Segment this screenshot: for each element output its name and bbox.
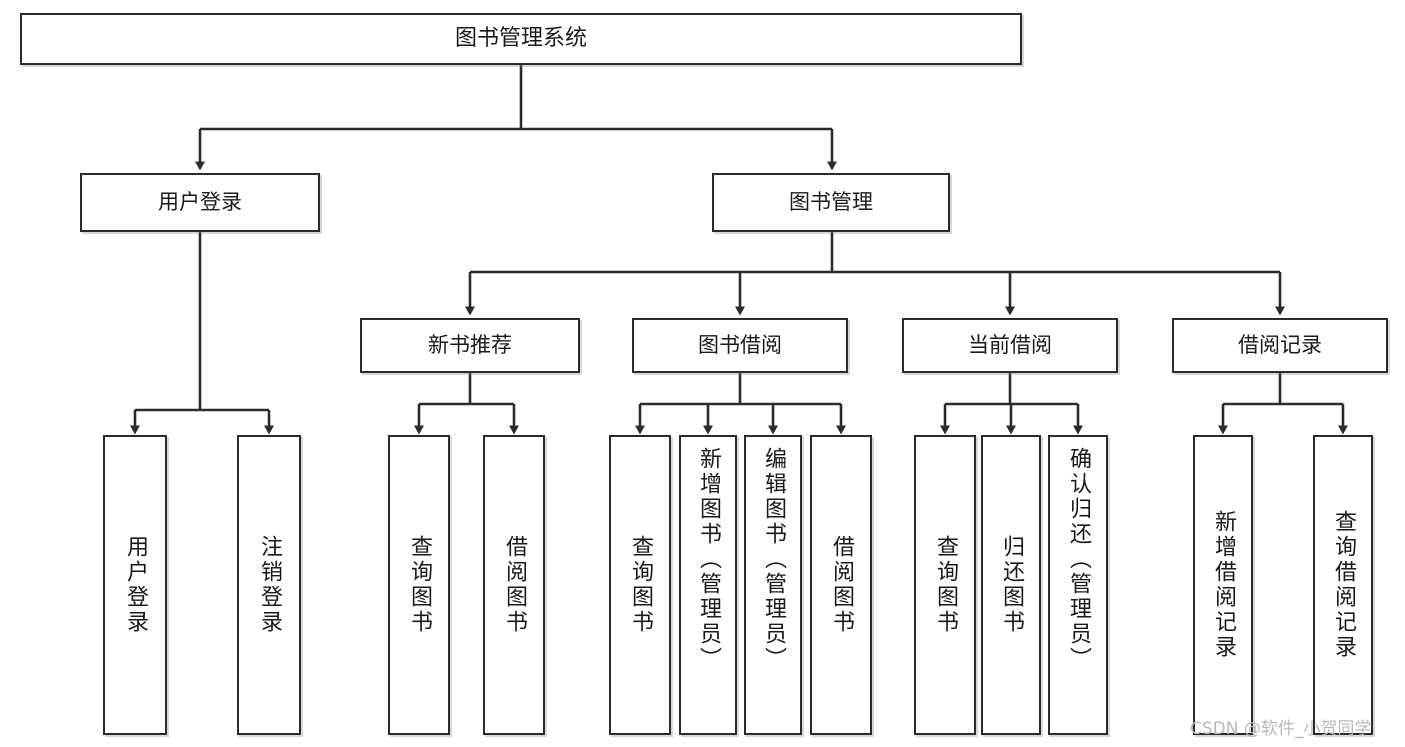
node-new-book-recommend[interactable]: 新书推荐 (360, 318, 580, 373)
leaf-new-book-borrow-book[interactable]: 借阅图书 (483, 435, 545, 735)
leaf-book-borrow-borrow-book[interactable]: 借阅图书 (810, 435, 872, 735)
node-label: 新增借阅记录 (1211, 510, 1236, 660)
node-label: 图书管理 (789, 190, 873, 215)
leaf-borrow-record-add-record[interactable]: 新增借阅记录 (1193, 435, 1253, 735)
node-label: 借阅记录 (1238, 333, 1322, 358)
node-book-management[interactable]: 图书管理 (712, 173, 950, 232)
node-borrow-record[interactable]: 借阅记录 (1172, 318, 1388, 373)
node-label: 图书借阅 (698, 333, 782, 358)
node-user-login[interactable]: 用户登录 (80, 173, 320, 232)
node-label: 图书管理系统 (454, 26, 587, 52)
leaf-user-login-logout[interactable]: 注销登录 (237, 435, 301, 735)
node-label: 用户登录 (158, 190, 242, 215)
node-label: 新书推荐 (428, 333, 512, 358)
node-label: 当前借阅 (968, 333, 1052, 358)
node-label: 查询图书 (628, 535, 653, 635)
node-label: 借阅图书 (829, 535, 854, 635)
node-label: 查询借阅记录 (1331, 510, 1356, 660)
node-label: 编辑图书（管理员） (761, 447, 786, 672)
leaf-book-borrow-add-book-admin[interactable]: 新增图书（管理员） (679, 435, 737, 735)
leaf-book-borrow-query-book[interactable]: 查询图书 (609, 435, 671, 735)
leaf-current-borrow-confirm-return-admin[interactable]: 确认归还（管理员） (1048, 435, 1108, 735)
leaf-book-borrow-edit-book-admin[interactable]: 编辑图书（管理员） (744, 435, 802, 735)
leaf-new-book-query-book[interactable]: 查询图书 (388, 435, 450, 735)
node-label: 确认归还（管理员） (1066, 447, 1091, 672)
node-label: 查询图书 (933, 535, 958, 635)
leaf-borrow-record-query-record[interactable]: 查询借阅记录 (1313, 435, 1373, 735)
node-label: 注销登录 (257, 535, 282, 635)
watermark: CSDN @软件_小贺同学 (1190, 719, 1372, 739)
node-label: 归还图书 (999, 535, 1024, 635)
node-label: 新增图书（管理员） (696, 447, 721, 672)
leaf-current-borrow-query-book[interactable]: 查询图书 (914, 435, 976, 735)
leaf-user-login-login[interactable]: 用户登录 (103, 435, 167, 735)
node-label: 用户登录 (123, 535, 148, 635)
node-book-management-system[interactable]: 图书管理系统 (20, 13, 1022, 65)
node-current-borrow[interactable]: 当前借阅 (902, 318, 1118, 373)
node-book-borrow[interactable]: 图书借阅 (632, 318, 848, 373)
node-label: 借阅图书 (502, 535, 527, 635)
leaf-current-borrow-return-book[interactable]: 归还图书 (981, 435, 1041, 735)
node-label: 查询图书 (407, 535, 432, 635)
